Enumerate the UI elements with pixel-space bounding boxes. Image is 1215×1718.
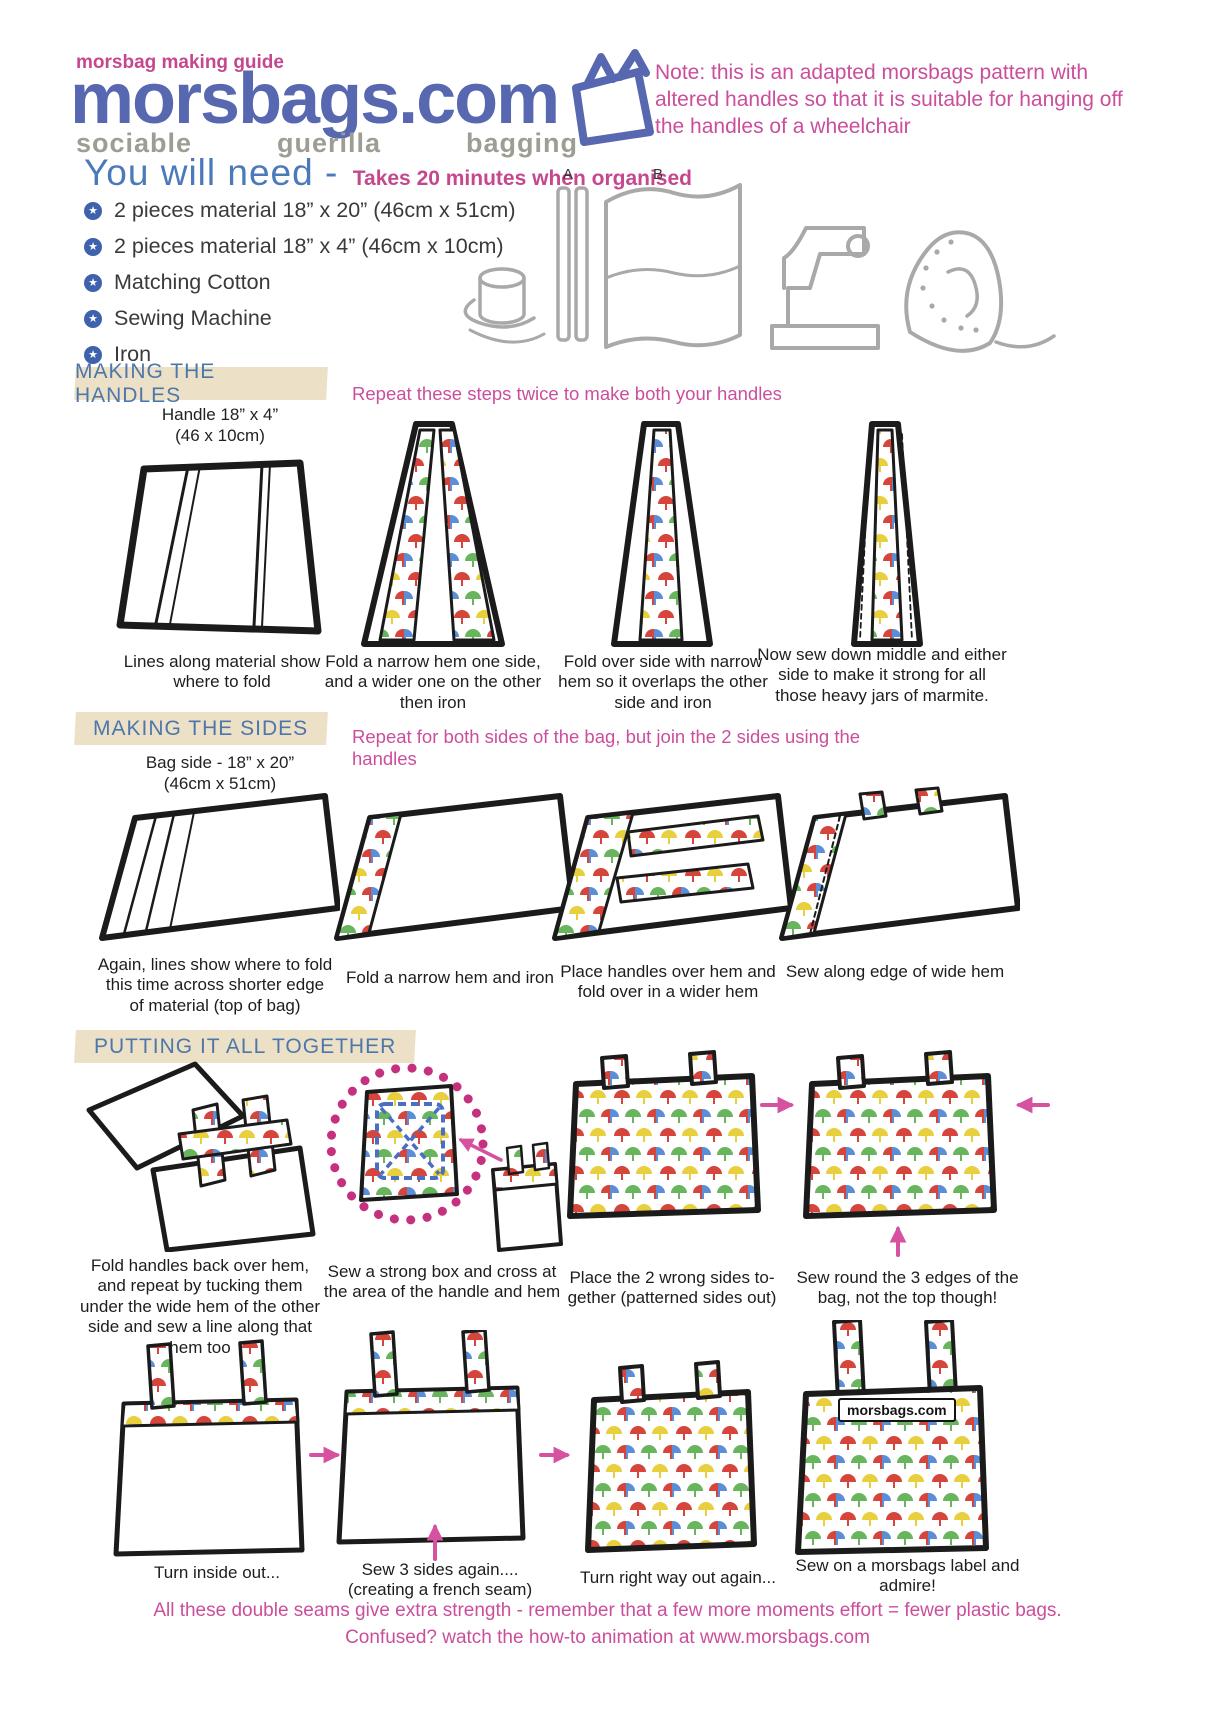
list-item-label: Sewing Machine [114, 306, 272, 330]
step-caption: Fold a narrow hem one side, and a wider … [324, 652, 542, 712]
handles-step4-illustration [851, 421, 923, 647]
piece-a-label: A [563, 166, 574, 183]
arrow-up-icon [426, 1523, 444, 1561]
step-caption: Fold a narrow hem and iron [346, 968, 554, 987]
sides-step4-illustration [779, 786, 1020, 941]
sublogo: sociable guerilla bagging [76, 128, 578, 159]
together-step5-illustration [113, 1339, 305, 1557]
sides-step3-illustration [552, 793, 793, 941]
page-tagline: morsbag making guide [76, 52, 284, 73]
iron-icon [904, 230, 1056, 353]
handle-strips-a-icon [556, 186, 589, 342]
you-will-need-row: You will need - Takes 20 minutes when or… [84, 152, 692, 194]
tools-sketch [463, 183, 1056, 353]
wheelchair-note: Note: this is an adapted morsbags patter… [655, 61, 1123, 138]
list-item-label: 2 pieces material 18” x 4” (46cm x 10cm) [114, 234, 504, 258]
arrow-right-icon [539, 1446, 571, 1464]
arrow-right-icon [760, 1096, 795, 1114]
materials-list: ★ 2 pieces material 18” x 20” (46cm x 51c… [84, 198, 515, 378]
handle-piece-label: Handle 18” x 4” (46 x 10cm) [161, 405, 279, 446]
bag-side-piece-label: Bag side - 18” x 20” (46cm x 51cm) [145, 753, 295, 794]
handles-step1-illustration [116, 459, 322, 635]
arrow-left-icon [1015, 1096, 1050, 1114]
footer-line-2: Confused? watch the how-to animation at … [345, 1627, 870, 1648]
arrow-up-icon [889, 1225, 907, 1257]
you-will-need-title: You will need - [84, 152, 339, 193]
morsbags-bag-label: morsbags.com [838, 1398, 956, 1422]
section-title: MAKING THE SIDES [93, 716, 309, 740]
step-caption: Sew 3 sides again.... (creating a french… [347, 1560, 533, 1600]
together-step7-illustration [585, 1360, 757, 1553]
arrow-right-icon [309, 1446, 341, 1464]
step-caption: Sew a strong box and cross at the area o… [323, 1262, 561, 1302]
list-item: ★ Matching Cotton [84, 270, 515, 295]
together-step4-illustration [803, 1050, 997, 1219]
together-step6-illustration [336, 1330, 526, 1545]
thread-spool-icon [463, 267, 546, 344]
together-step3-illustration [567, 1050, 761, 1219]
step-caption: Sew along edge of wide hem [785, 962, 1005, 981]
list-item-label: 2 pieces material 18” x 20” (46cm x 51cm… [114, 198, 516, 222]
sewing-machine-icon [770, 226, 880, 350]
sides-step2-illustration [334, 793, 575, 941]
step-caption: Now sew down middle and either side to m… [757, 645, 1007, 705]
list-item: ★ 2 pieces material 18” x 20” (46cm x 51c… [84, 198, 515, 223]
section-bar-making-handles: MAKING THE HANDLES [74, 360, 328, 407]
star-bullet-icon: ★ [84, 201, 102, 220]
handles-repeat-note: Repeat these steps twice to make both yo… [352, 383, 782, 404]
step-caption: Sew on a morsbags label and admire! [795, 1556, 1020, 1596]
bag-logo-icon [572, 49, 654, 146]
section-title: MAKING THE HANDLES [75, 359, 216, 407]
step-caption: Place the 2 wrong sides to-gether (patte… [567, 1268, 777, 1308]
sides-step1-illustration [99, 793, 340, 941]
step-caption: Turn right way out again... [580, 1568, 776, 1587]
list-item: ★ 2 pieces material 18” x 4” (46cm x 10cm… [84, 234, 515, 259]
together-step2-illustration [326, 1063, 563, 1252]
together-step1-illustration [86, 1061, 316, 1252]
sides-repeat-note: Repeat for both sides of the bag, but jo… [352, 726, 861, 769]
step-caption: Lines along material show where to fold [123, 652, 321, 692]
star-bullet-icon: ★ [84, 345, 102, 364]
step-caption: Turn inside out... [154, 1563, 280, 1582]
sublogo-word-bagging: bagging [466, 128, 578, 158]
star-bullet-icon: ★ [84, 309, 102, 328]
sublogo-word-guerilla: guerilla [277, 128, 382, 158]
star-bullet-icon: ★ [84, 237, 102, 256]
sublogo-word-sociable: sociable [76, 128, 193, 158]
handles-step2-illustration [361, 421, 505, 647]
step-caption: Again, lines show where to fold this tim… [97, 955, 333, 1015]
list-item-label: Matching Cotton [114, 270, 271, 294]
together-step8-illustration [795, 1320, 989, 1555]
section-bar-making-sides: MAKING THE SIDES [74, 712, 328, 745]
footer-line-1: All these double seams give extra streng… [153, 1600, 1062, 1621]
step-caption: Place handles over hem and fold over in … [560, 962, 776, 1002]
star-bullet-icon: ★ [84, 273, 102, 292]
list-item: ★ Sewing Machine [84, 306, 515, 331]
list-item-label: Iron [114, 342, 152, 366]
fabric-b-icon [604, 183, 742, 349]
site-logo: morsbags.com [70, 59, 560, 139]
time-note: Takes 20 minutes when organised [352, 167, 692, 190]
step-caption: Fold handles back over hem, and repeat b… [79, 1256, 321, 1357]
handles-step3-illustration [611, 421, 713, 647]
step-caption: Sew round the 3 edges of the bag, not th… [796, 1268, 1019, 1308]
piece-b-label: B [653, 166, 664, 183]
step-caption: Fold over side with narrow hem so it ove… [558, 652, 768, 712]
list-item: ★ Iron [84, 342, 515, 367]
